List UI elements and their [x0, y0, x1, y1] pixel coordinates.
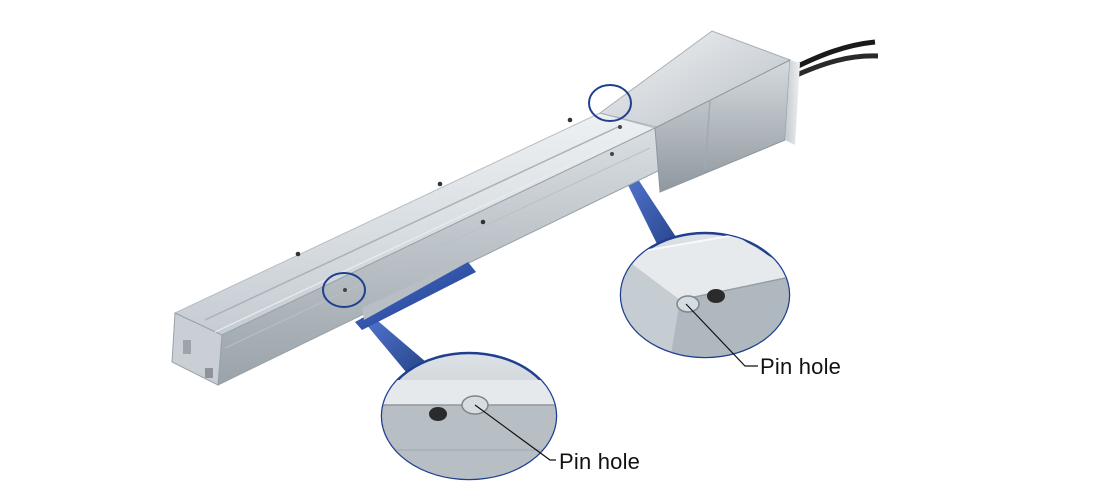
mount-hole — [618, 125, 622, 129]
callout-label-pin-hole-bottom: Pin hole — [559, 449, 641, 474]
highlight-ring-left — [322, 272, 366, 308]
mount-hole — [437, 181, 443, 187]
mount-hole — [610, 152, 614, 156]
blue-slider — [355, 262, 476, 330]
rail-groove — [214, 131, 641, 333]
motor-side-face — [785, 60, 800, 145]
rail-side-face — [217, 127, 661, 386]
leader-wedge-bottom — [361, 316, 426, 372]
highlight-ring-top — [588, 84, 632, 122]
callout-leader-right — [685, 303, 758, 367]
slider-body — [362, 262, 468, 320]
zoom-detail-bottom — [380, 351, 558, 481]
rail-groove — [224, 147, 651, 349]
callout-label-pin-hole-right: Pin hole — [760, 354, 842, 379]
mount-hole — [343, 288, 347, 292]
rail-end-face — [171, 312, 223, 386]
mount-hole — [567, 117, 573, 123]
mount-hole — [429, 407, 447, 421]
callout-leader-bottom — [474, 404, 556, 461]
mount-hole — [707, 289, 725, 303]
leader-wedge-right — [623, 170, 678, 250]
mount-hole — [295, 251, 301, 257]
mount-hole — [480, 219, 486, 225]
motor-seam — [704, 99, 711, 171]
rail-groove — [204, 125, 621, 321]
pin-hole — [676, 295, 700, 313]
cable — [788, 53, 879, 81]
zoom-detail-right — [619, 231, 791, 359]
end-plate-detail — [205, 368, 213, 378]
end-plate-detail — [183, 340, 191, 354]
